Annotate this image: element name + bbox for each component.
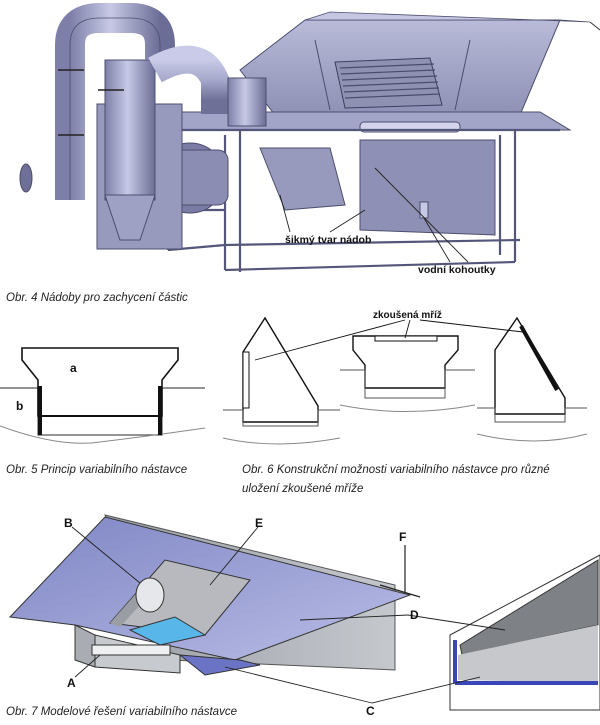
figure-4-image: šikmý tvar nádob vodní kohoutky: [0, 0, 600, 290]
caption-figure-6-line1: Obr. 6 Konstrukční možnosti variabilního…: [242, 464, 550, 476]
label-water-taps: vodní kohoutky: [418, 264, 496, 276]
label-E: E: [255, 516, 263, 530]
caption-figure-6-line2: uložení zkoušené mříže: [242, 483, 364, 495]
caption-figure-7: Obr. 7 Modelové řešení variabilního nást…: [6, 706, 237, 718]
variant-horizontal: [352, 335, 459, 389]
label-D: D: [410, 608, 419, 622]
label-B: B: [64, 516, 73, 530]
vessel-left: [259, 147, 346, 211]
blue-screen: [128, 616, 207, 646]
attachment-body: [21, 347, 179, 417]
label-a: a: [70, 361, 77, 375]
label-vessel-shape: šikmý tvar nádob: [285, 234, 371, 246]
label-A: A: [67, 676, 76, 690]
label-C: C: [366, 704, 375, 715]
variant-slanted-left: [242, 316, 319, 423]
caption-figure-5: Obr. 5 Princip variabilního nástavce: [6, 464, 188, 476]
label-b: b: [16, 399, 23, 413]
label-F: F: [399, 530, 406, 544]
caption-figure-4: Obr. 4 Nádoby pro zachycení částic: [6, 292, 188, 304]
figure-5-image: a b: [0, 338, 205, 448]
variant-slanted-right: [494, 316, 566, 415]
vessel-right: [359, 139, 496, 236]
figure-6-image: zkoušená mříž: [215, 310, 600, 455]
figure-7-image: B E F D A C: [0, 505, 600, 715]
circular-port: [135, 577, 165, 613]
label-tested-grid: zkoušená mříž: [373, 310, 442, 321]
